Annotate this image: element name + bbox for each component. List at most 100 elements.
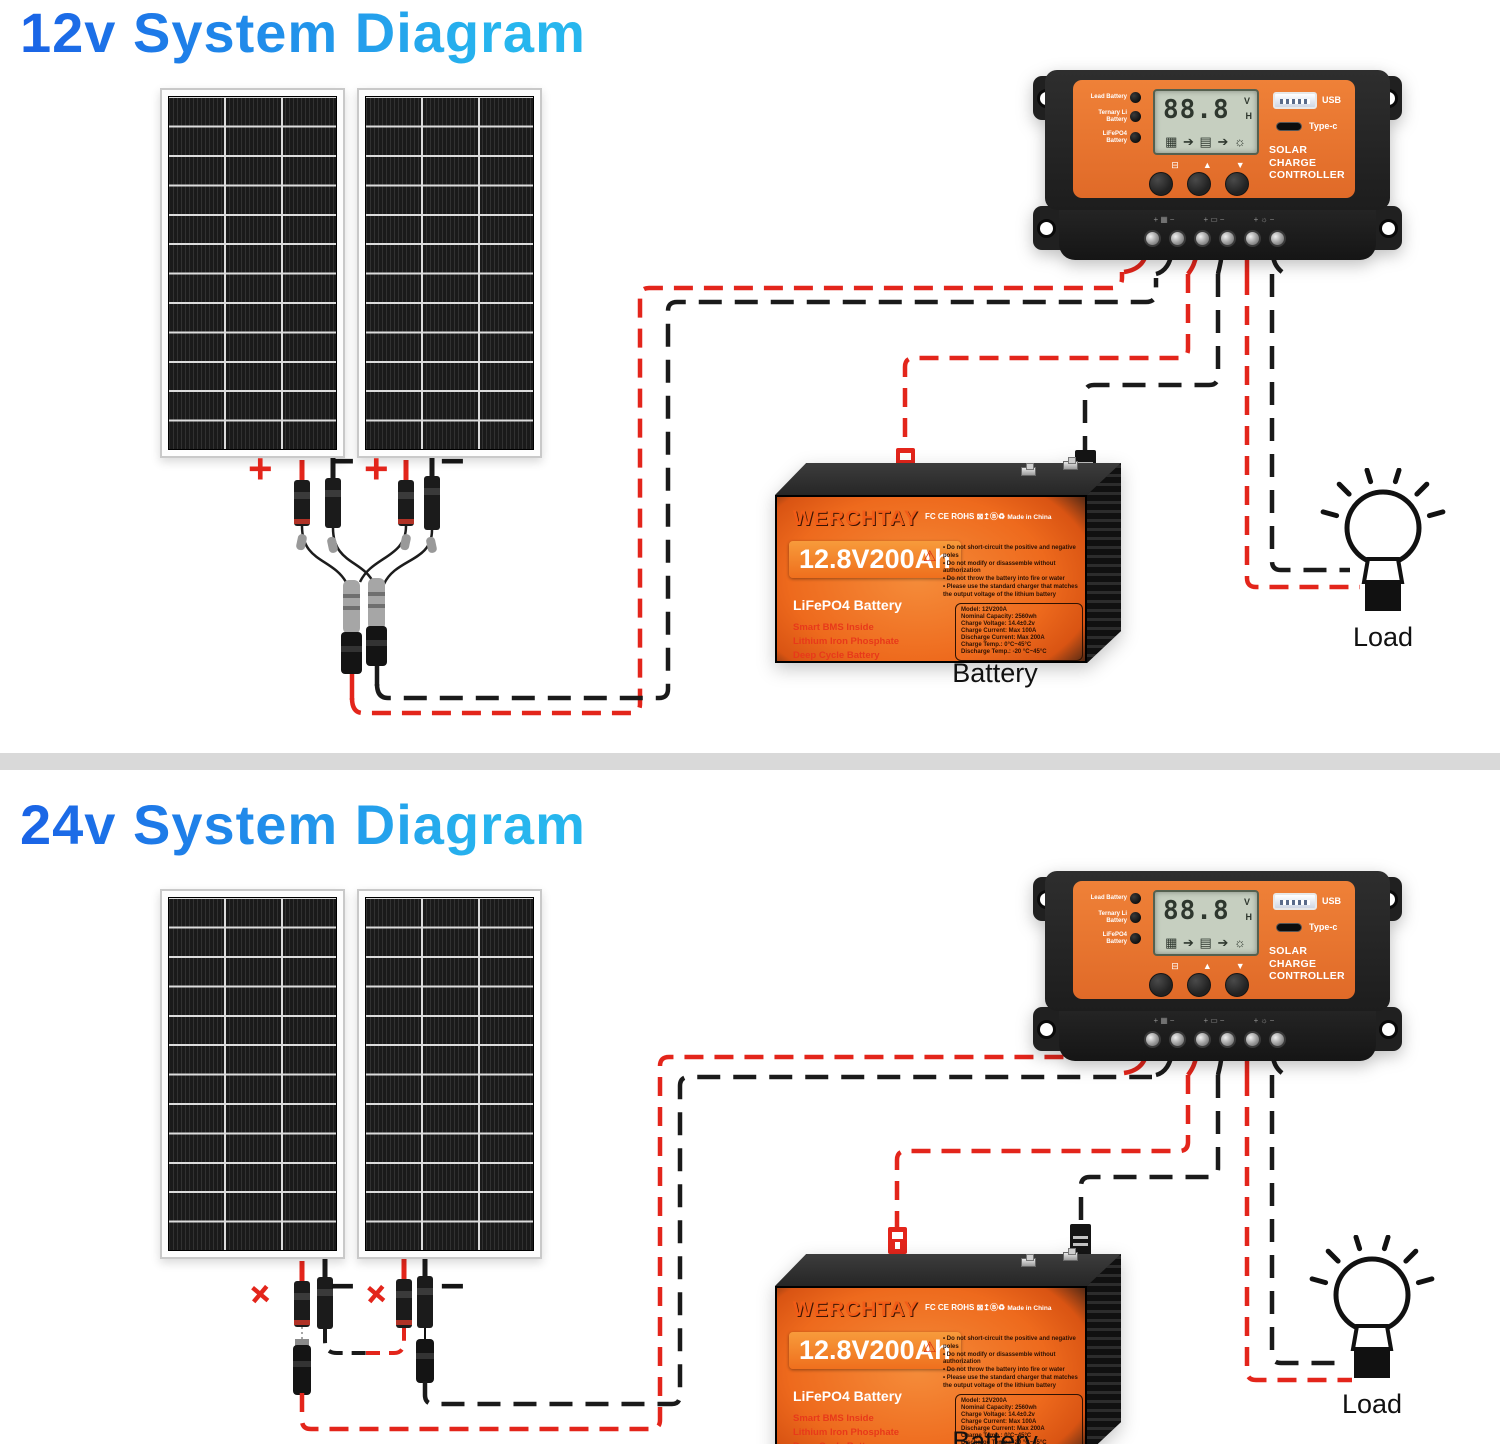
solar-panel-cells: [365, 897, 534, 1251]
battery-capacity: 12.8V200Ah: [789, 1332, 961, 1369]
controller-face: Lead Battery Ternary Li Battery LiFePO4 …: [1073, 881, 1355, 999]
lcd-flow-icons: ▦ ➔ ▤ ➔ ☼: [1155, 935, 1257, 951]
terminal-screw: [1269, 230, 1286, 247]
battery-warnings: Do not short-circuit the positive and ne…: [943, 545, 1085, 600]
system-section: 24v System Diagram: [0, 770, 1500, 1444]
terminal-screw: [1219, 230, 1236, 247]
battery-icon: ▤: [1199, 134, 1213, 149]
polarity-plus-label: +: [364, 445, 389, 492]
down-button: [1225, 973, 1249, 997]
menu-button: [1149, 973, 1173, 997]
pv-terminal-mark: +▦−: [1153, 1016, 1177, 1025]
indicator-row: LiFePO4 Battery: [1079, 131, 1141, 145]
solar-panel-cells: [168, 897, 337, 1251]
polarity-plus-label: +: [248, 445, 273, 492]
battery-certifications: FC CE ROHS ⊠↥Ⓑ♻ Made in China: [925, 1303, 1052, 1312]
usb-port: [1273, 893, 1317, 910]
panel-icon: ▦: [1160, 215, 1170, 224]
load-caption: Load: [1352, 622, 1414, 652]
indicator-label: LiFePO4 Battery: [1102, 931, 1127, 945]
recycle-icon: ♻: [997, 1303, 1006, 1312]
bulb-icon: ☼: [1260, 215, 1270, 224]
up-icon: ▲: [1202, 961, 1212, 971]
indicator-row: Ternary Li Battery: [1079, 110, 1141, 124]
terminal-band: +▦− +▭− +☼−: [1059, 210, 1376, 260]
indicator-label: Ternary Li Battery: [1098, 110, 1127, 123]
terminal-screw: [1269, 1031, 1286, 1048]
terminal-screw: [1244, 230, 1261, 247]
indicator-led: [1130, 893, 1141, 904]
terminal-screw: [1144, 230, 1161, 247]
up-icon: ▲: [1202, 160, 1212, 170]
terminal-screw: [1144, 1031, 1161, 1048]
up-icon: ↥: [983, 1303, 990, 1312]
battery-type-indicators: Lead Battery Ternary Li Battery LiFePO4 …: [1079, 92, 1141, 152]
bulb-icon: ☼: [1233, 134, 1247, 149]
lcd-voltage-value: 88.8: [1163, 896, 1230, 926]
up-icon: ↥: [983, 512, 990, 521]
up-button: [1187, 973, 1211, 997]
solar-panel-right: [357, 889, 542, 1259]
usb-label: USB: [1322, 896, 1342, 906]
pv-terminal-mark: +▦−: [1153, 215, 1177, 224]
button-icons: ⊟ ▲ ▼: [1153, 961, 1263, 972]
panel-icon: ▦: [1160, 1016, 1170, 1025]
terminal-screws: [1144, 230, 1286, 247]
indicator-led: [1130, 933, 1141, 945]
lcd-voltage-value: 88.8: [1163, 95, 1230, 125]
terminal-markings: +▦− +▭− +☼−: [1059, 215, 1376, 227]
indicator-row: LiFePO4 Battery: [1079, 932, 1141, 946]
section-title: 24v System Diagram: [20, 793, 586, 856]
battery-caption: Battery: [952, 658, 1038, 688]
controller-buttons: [1149, 172, 1249, 196]
usb-label: USB: [1322, 95, 1342, 105]
battery-front-face: WERCHTAY FC CE ROHS ⊠↥Ⓑ♻ Made in China 1…: [775, 1286, 1087, 1444]
bin-icon: ⊠: [976, 512, 984, 521]
battery-icon: Ⓑ: [989, 1303, 998, 1312]
controller-name: SOLAR CHARGE CONTROLLER: [1269, 144, 1345, 182]
terminal-screws: [1144, 1031, 1286, 1048]
series-link-wire: [323, 1328, 406, 1355]
down-icon: ▼: [1235, 160, 1245, 170]
lcd-display: 88.8 V H ▦ ➔ ▤ ➔ ☼: [1153, 89, 1259, 155]
down-button: [1225, 172, 1249, 196]
polarity-minus-label: −: [330, 1262, 355, 1309]
section-content: + − + − Lead Battery Ternary Li Battery: [0, 801, 1500, 1444]
lcd-hour-unit: H: [1245, 912, 1253, 922]
battery-features: Smart BMS Inside Lithium Iron Phosphate …: [793, 1413, 900, 1444]
bulb-icon: ☼: [1233, 935, 1247, 950]
arrow-icon: ➔: [1217, 134, 1230, 149]
terminal-markings: +▦− +▭− +☼−: [1059, 1016, 1376, 1028]
menu-icon: ⊟: [1171, 160, 1179, 170]
indicator-row: Lead Battery: [1079, 92, 1141, 103]
terminal-screw: [1194, 1031, 1211, 1048]
battery-certifications: FC CE ROHS ⊠↥Ⓑ♻ Made in China: [925, 512, 1052, 521]
polarity-minus-label: −: [440, 437, 465, 484]
battery-type-label: LiFePO4 Battery: [793, 597, 902, 613]
load-caption: Load: [1341, 1389, 1403, 1419]
battery-terminal-bolt: [1021, 1254, 1036, 1267]
indicator-label: Lead Battery: [1090, 895, 1127, 902]
lcd-flow-icons: ▦ ➔ ▤ ➔ ☼: [1155, 134, 1257, 150]
lcd-hour-unit: H: [1245, 111, 1253, 121]
battery-brand: WERCHTAY: [793, 507, 919, 530]
battery-icon: ▭: [1210, 215, 1220, 224]
load-terminal-mark: +☼−: [1253, 1016, 1277, 1025]
indicator-led: [1130, 111, 1141, 123]
arrow-icon: ➔: [1183, 134, 1195, 149]
battery-icon: ▭: [1210, 1016, 1220, 1025]
battery-spec-box: Model: 12V200A Nominal Capacity: 2560wh …: [955, 603, 1083, 661]
panel-icon: ▦: [1165, 935, 1179, 950]
solar-panel-cells: [168, 96, 337, 450]
panel-icon: ▦: [1165, 134, 1179, 149]
battery-icon: ▤: [1199, 935, 1213, 950]
battery-front-face: WERCHTAY FC CE ROHS ⊠↥Ⓑ♻ Made in China 1…: [775, 495, 1087, 663]
type-c-label: Type-c: [1309, 922, 1338, 932]
lifepo4-battery: WERCHTAY FC CE ROHS ⊠↥Ⓑ♻ Made in China 1…: [775, 1246, 1175, 1444]
battery-side-face: [1087, 463, 1121, 663]
polarity-minus-label: −: [440, 1262, 465, 1309]
battery-features: Smart BMS Inside Lithium Iron Phosphate …: [793, 622, 900, 661]
terminal-screw: [1219, 1031, 1236, 1048]
battery-brand: WERCHTAY: [793, 1298, 919, 1321]
indicator-led: [1130, 92, 1141, 103]
